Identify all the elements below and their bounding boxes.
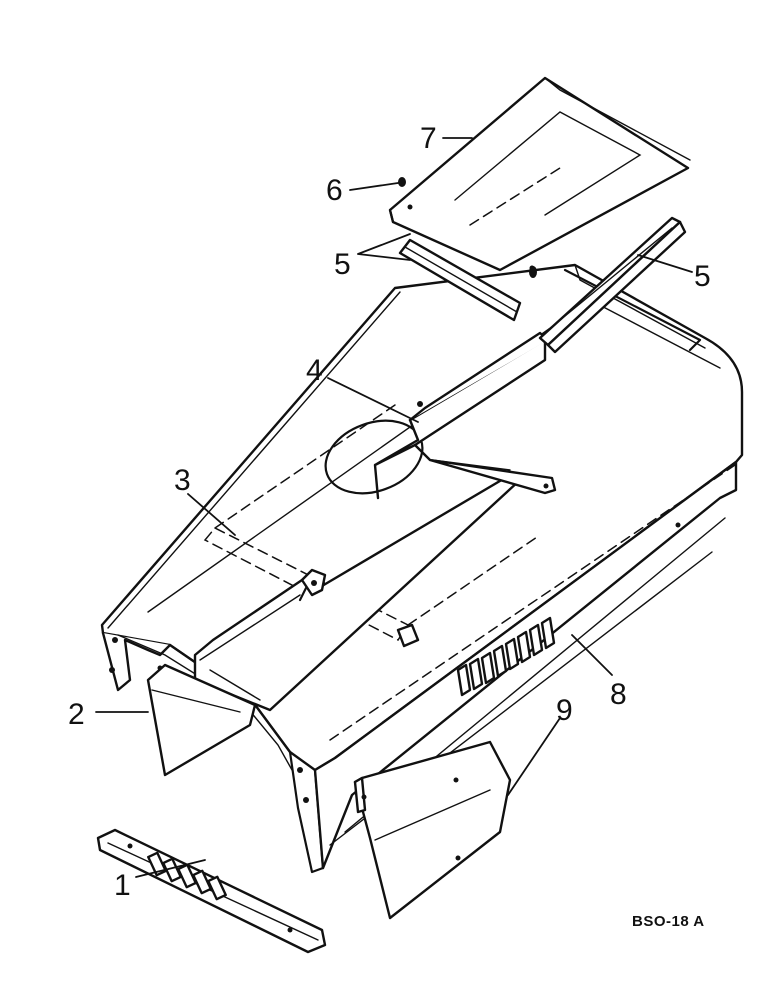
callout-5-left: 5 — [334, 248, 351, 281]
callout-1: 1 — [114, 869, 131, 902]
callout-4: 4 — [306, 354, 323, 387]
leader-1 — [135, 859, 206, 878]
drawing-reference-code: BSO-18 A — [632, 913, 705, 930]
leader-3 — [187, 493, 236, 536]
rail-right — [538, 216, 687, 354]
lower-skirt — [96, 828, 327, 954]
side-louvres — [456, 616, 556, 697]
rail-left — [398, 238, 522, 322]
leader-5a — [357, 233, 411, 261]
callout-labels: 1 2 3 4 5 5 6 7 8 9 — [68, 122, 711, 902]
leader-9 — [507, 717, 561, 796]
top-cover — [388, 76, 691, 272]
fastener-lower — [529, 266, 537, 278]
callout-3: 3 — [174, 464, 191, 497]
callout-2: 2 — [68, 698, 85, 731]
leader-6 — [349, 182, 399, 191]
leader-8 — [571, 634, 613, 676]
leader-4 — [327, 377, 419, 423]
support-bracket — [373, 331, 557, 500]
front-grille-panel — [146, 663, 257, 777]
access-panel-outline — [193, 404, 541, 712]
fastener-upper — [398, 177, 406, 187]
callout-8: 8 — [610, 678, 627, 711]
side-panel — [353, 740, 512, 920]
leader-lines — [95, 137, 693, 878]
callout-7: 7 — [420, 122, 437, 155]
callout-6: 6 — [326, 174, 343, 207]
leader-5b — [637, 254, 693, 273]
callout-9: 9 — [556, 694, 573, 727]
callout-5-right: 5 — [694, 260, 711, 293]
